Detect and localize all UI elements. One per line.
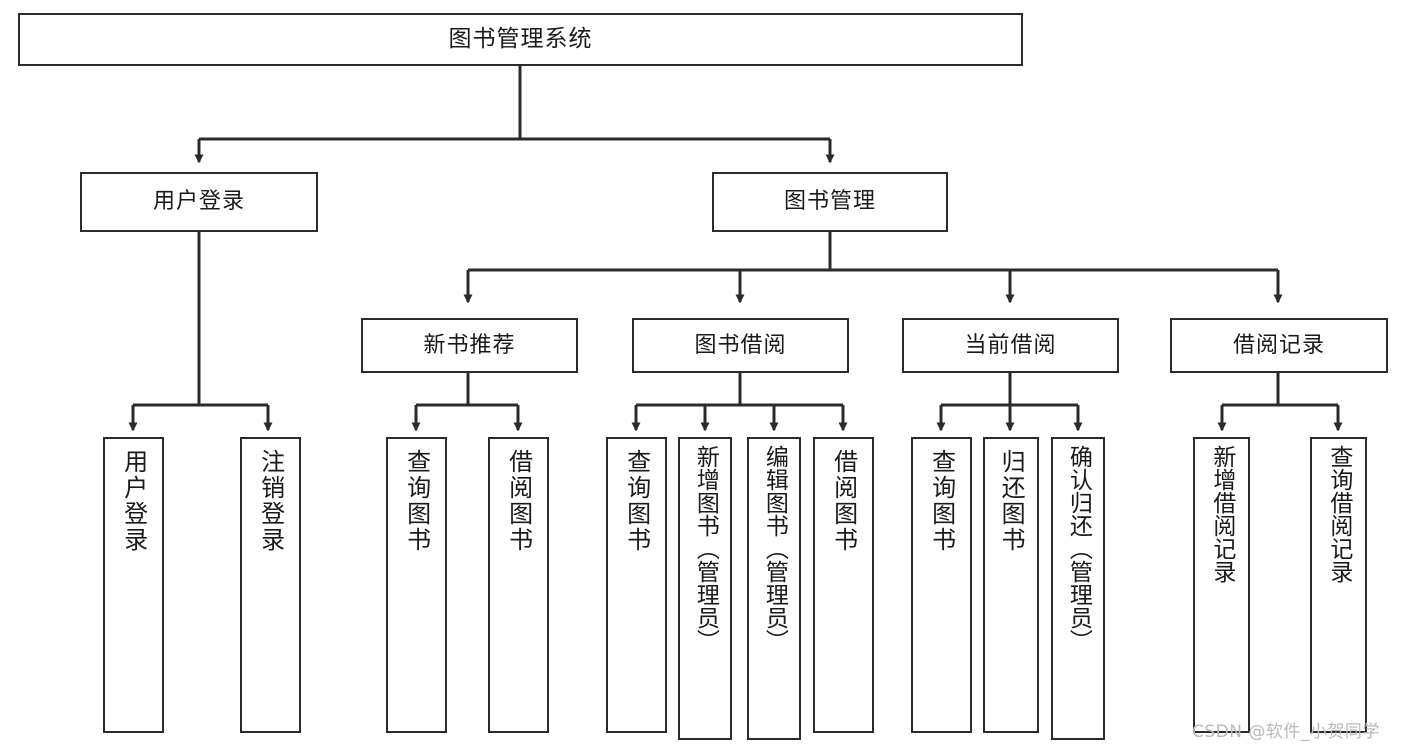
leaf-user-login[interactable]: 用户登录 [103, 437, 164, 733]
leaf-return-book[interactable]: 归还图书 [983, 437, 1039, 733]
node-label: 新书推荐 [423, 332, 516, 358]
node-label: 借阅图书 [829, 449, 858, 553]
node-label: 确认归还（管理员） [1065, 445, 1092, 652]
node-label: 借阅图书 [504, 449, 533, 553]
node-label: 查询图书 [622, 449, 651, 553]
leaf-add-borrow-record[interactable]: 新增借阅记录 [1193, 437, 1250, 733]
node-book-borrow[interactable]: 图书借阅 [632, 318, 849, 373]
node-label: 用户登录 [119, 449, 148, 553]
node-book-management[interactable]: 图书管理 [712, 172, 948, 232]
node-new-book-recommend[interactable]: 新书推荐 [361, 318, 578, 373]
leaf-query-borrow-record[interactable]: 查询借阅记录 [1310, 437, 1367, 733]
node-borrow-record[interactable]: 借阅记录 [1170, 318, 1388, 373]
node-label: 图书借阅 [694, 332, 787, 358]
leaf-query-book-borrow[interactable]: 查询图书 [606, 437, 667, 733]
leaf-confirm-return-admin[interactable]: 确认归还（管理员） [1051, 437, 1105, 740]
node-label: 编辑图书（管理员） [761, 445, 788, 652]
node-root-system[interactable]: 图书管理系统 [18, 13, 1023, 66]
leaf-logout[interactable]: 注销登录 [240, 437, 301, 733]
leaf-add-book-admin[interactable]: 新增图书（管理员） [678, 437, 732, 740]
node-label: 查询借阅记录 [1325, 445, 1352, 583]
leaf-query-book-recommend[interactable]: 查询图书 [386, 437, 447, 733]
node-label: 新增借阅记录 [1208, 445, 1235, 583]
node-label: 归还图书 [997, 449, 1026, 553]
leaf-edit-book-admin[interactable]: 编辑图书（管理员） [747, 437, 801, 740]
leaf-query-book-current[interactable]: 查询图书 [911, 437, 972, 733]
node-label: 注销登录 [256, 449, 285, 553]
node-label: 图书管理 [783, 189, 876, 215]
node-label: 查询图书 [402, 449, 431, 553]
node-label: 借阅记录 [1232, 332, 1325, 358]
node-current-borrow[interactable]: 当前借阅 [902, 318, 1119, 373]
node-label: 当前借阅 [964, 332, 1057, 358]
leaf-borrow-book-recommend[interactable]: 借阅图书 [488, 437, 549, 733]
node-label: 查询图书 [927, 449, 956, 553]
node-user-login[interactable]: 用户登录 [80, 172, 318, 232]
node-label: 新增图书（管理员） [692, 445, 719, 652]
node-label: 图书管理系统 [448, 26, 593, 53]
leaf-borrow-book[interactable]: 借阅图书 [813, 437, 874, 733]
node-label: 用户登录 [152, 189, 245, 215]
